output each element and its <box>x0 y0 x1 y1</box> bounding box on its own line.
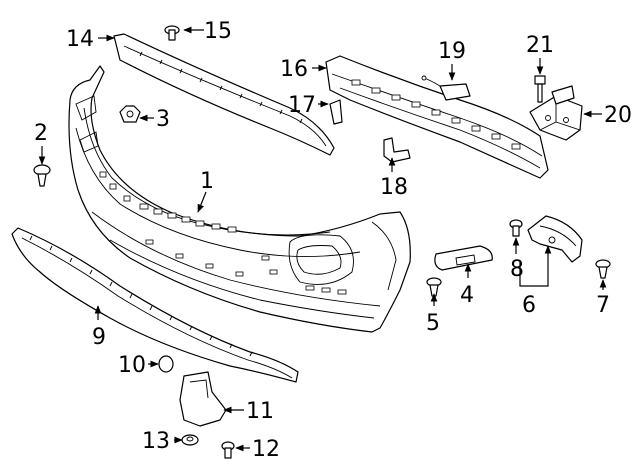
mounting-bracket[interactable] <box>529 85 583 141</box>
callout-4: 4 <box>460 283 474 308</box>
push-pin-15[interactable] <box>164 25 180 41</box>
nut-3[interactable] <box>119 105 141 123</box>
lower-valance-strip[interactable] <box>11 227 299 383</box>
callout-14: 14 <box>66 27 94 52</box>
reinforcement-beam[interactable] <box>325 55 549 179</box>
side-bracket[interactable] <box>527 215 583 263</box>
callout-1: 1 <box>200 169 214 194</box>
callout-6: 6 <box>522 293 536 318</box>
callout-17: 17 <box>288 93 316 118</box>
callout-3: 3 <box>156 107 170 132</box>
callout-20: 20 <box>604 103 632 128</box>
callout-15: 15 <box>204 19 232 44</box>
callout-9: 9 <box>92 325 106 350</box>
nut-13[interactable] <box>181 434 199 446</box>
clip-bracket[interactable] <box>383 137 411 163</box>
lower-bracket-11[interactable] <box>179 371 227 427</box>
callout-10: 10 <box>118 353 146 378</box>
callout-7: 7 <box>596 293 610 318</box>
clip-17[interactable] <box>329 99 343 125</box>
sensor-bracket[interactable] <box>421 75 471 101</box>
callout-5: 5 <box>426 311 440 336</box>
push-pin-8[interactable] <box>509 219 523 237</box>
reflector[interactable] <box>434 245 493 271</box>
callout-12: 12 <box>252 437 280 462</box>
bumper-cover[interactable] <box>68 65 411 333</box>
screw-7[interactable] <box>595 259 611 279</box>
callout-21: 21 <box>526 33 554 58</box>
leader-6 <box>519 245 552 287</box>
callout-13: 13 <box>142 429 170 454</box>
upper-grille-strip[interactable] <box>113 33 335 156</box>
plug-10[interactable] <box>158 355 174 373</box>
callout-2: 2 <box>34 121 48 146</box>
callout-11: 11 <box>246 399 274 424</box>
bolt-21[interactable] <box>534 75 546 103</box>
callout-8: 8 <box>510 257 524 282</box>
push-pin-12[interactable] <box>221 441 235 459</box>
screw-5[interactable] <box>426 277 442 297</box>
callout-16: 16 <box>280 57 308 82</box>
callout-19: 19 <box>438 39 466 64</box>
callout-labels: 14 15 16 17 19 21 20 18 3 2 1 4 5 8 6 7 … <box>34 19 632 462</box>
leader-1 <box>197 191 207 213</box>
leader-lines <box>38 26 607 452</box>
screw-2[interactable] <box>33 164 51 187</box>
callout-18: 18 <box>380 175 408 200</box>
